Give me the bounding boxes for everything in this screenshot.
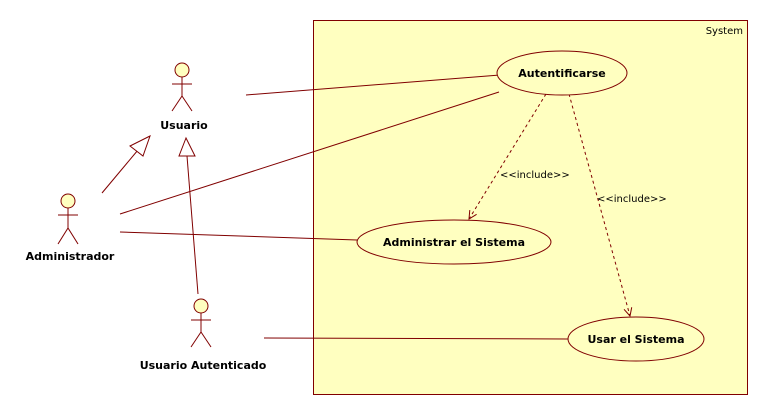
actor-usuario-label: Usuario [160,119,208,132]
use-case-administrar-shape [356,219,552,265]
association-admin-autentificarse[interactable] [119,91,500,215]
use-case-administrar-label: Administrar el Sistema [383,236,525,249]
actor-usuario[interactable]: Usuario [160,62,208,132]
association-usuario-autentificarse[interactable] [245,74,501,96]
include-label-1: <<include>> [500,170,570,181]
actor-administrador[interactable]: Administrador [26,193,115,263]
stick-figure-icon [171,62,193,112]
actor-administrador-label: Administrador [26,250,115,263]
include-dependency-usar[interactable] [568,93,630,316]
include-label-2: <<include>> [597,194,667,205]
stick-figure-icon [57,193,79,245]
use-case-autentificarse[interactable]: Autentificarse [496,50,628,96]
association-admin-administrar[interactable] [119,231,358,241]
use-case-autentificarse-label: Autentificarse [518,67,605,80]
use-case-usar-shape [567,316,705,362]
include-dependency-administrar[interactable] [469,93,547,219]
actor-usuario-autenticado-label: Usuario Autenticado [140,359,267,372]
association-autenticado-usar[interactable] [263,337,569,340]
generalization-admin-usuario[interactable] [101,149,139,194]
use-case-usar[interactable]: Usar el Sistema [567,316,705,362]
generalization-arrowhead-autenticado [178,136,196,157]
use-case-usar-label: Usar el Sistema [587,333,684,346]
system-label: System [706,26,743,37]
use-case-administrar[interactable]: Administrar el Sistema [356,219,552,265]
generalization-arrowhead-admin [129,135,151,157]
generalization-autenticado-usuario[interactable] [186,155,199,295]
actor-usuario-autenticado[interactable]: Usuario Autenticado [140,298,267,372]
stick-figure-icon [190,298,212,348]
use-case-autentificarse-shape [496,50,628,96]
